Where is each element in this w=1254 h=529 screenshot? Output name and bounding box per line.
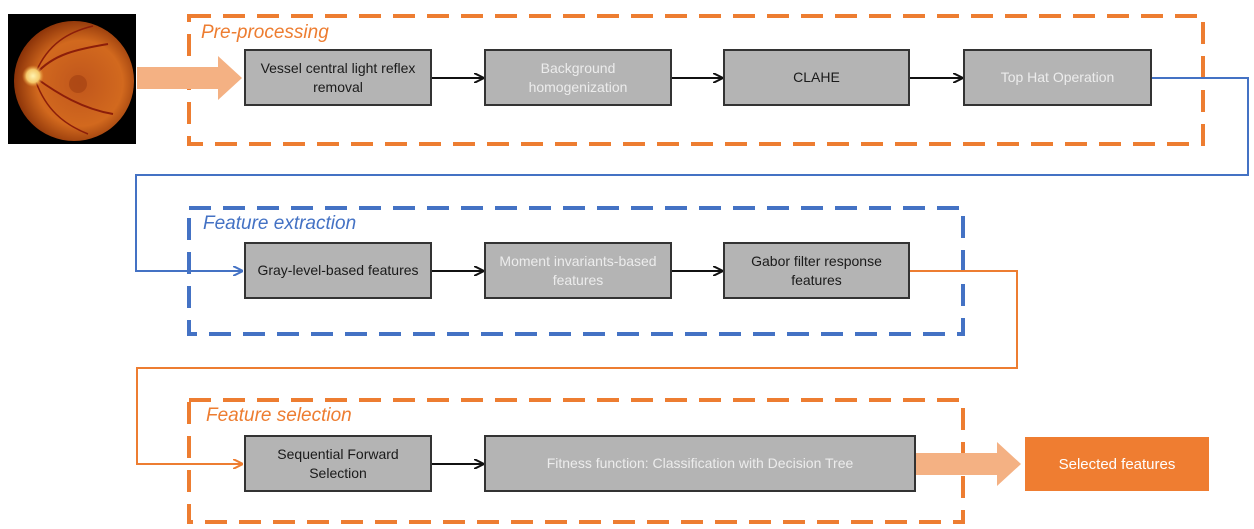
step-label: Background homogenization [528,59,628,95]
step-label: Gray-level-based features [257,262,419,278]
retina-fundus-photo [8,14,136,144]
feature-extraction-title: Feature extraction [199,213,361,235]
step-top-hat-operation: Top Hat Operation [963,49,1152,106]
step-moment-invariants-features: Moment invariants-based features [484,242,672,299]
step-gray-level-features: Gray-level-based features [244,242,432,299]
connector-extraction-to-selection [136,270,1018,464]
step-gabor-filter-features: Gabor filter response features [723,242,910,299]
retina-fundus-icon [14,21,134,141]
input-block-arrow [137,56,242,100]
step-clahe: CLAHE [723,49,910,106]
step-label: Gabor filter response features [751,252,882,288]
feature-selection-title: Feature selection [202,405,356,427]
step-label: CLAHE [793,69,840,85]
step-label: Fitness function: Classification with De… [546,455,854,471]
step-label: Sequential Forward Selection [277,445,399,481]
connector-pre-to-extraction [135,77,1249,271]
step-label: Moment invariants-based features [499,252,657,288]
step-background-homogenization: Background homogenization [484,49,672,106]
preprocessing-title: Pre-processing [197,22,333,44]
step-label: Top Hat Operation [1000,69,1115,85]
output-block-arrow [916,442,1021,486]
step-sequential-forward-selection: Sequential Forward Selection [244,435,432,492]
step-vessel-reflex-removal: Vessel central light reflex removal [244,49,432,106]
selected-features-output: Selected features [1025,437,1209,491]
step-fitness-function: Fitness function: Classification with De… [484,435,916,492]
step-label: Vessel central light reflex removal [260,59,416,95]
output-label: Selected features [1058,455,1176,473]
